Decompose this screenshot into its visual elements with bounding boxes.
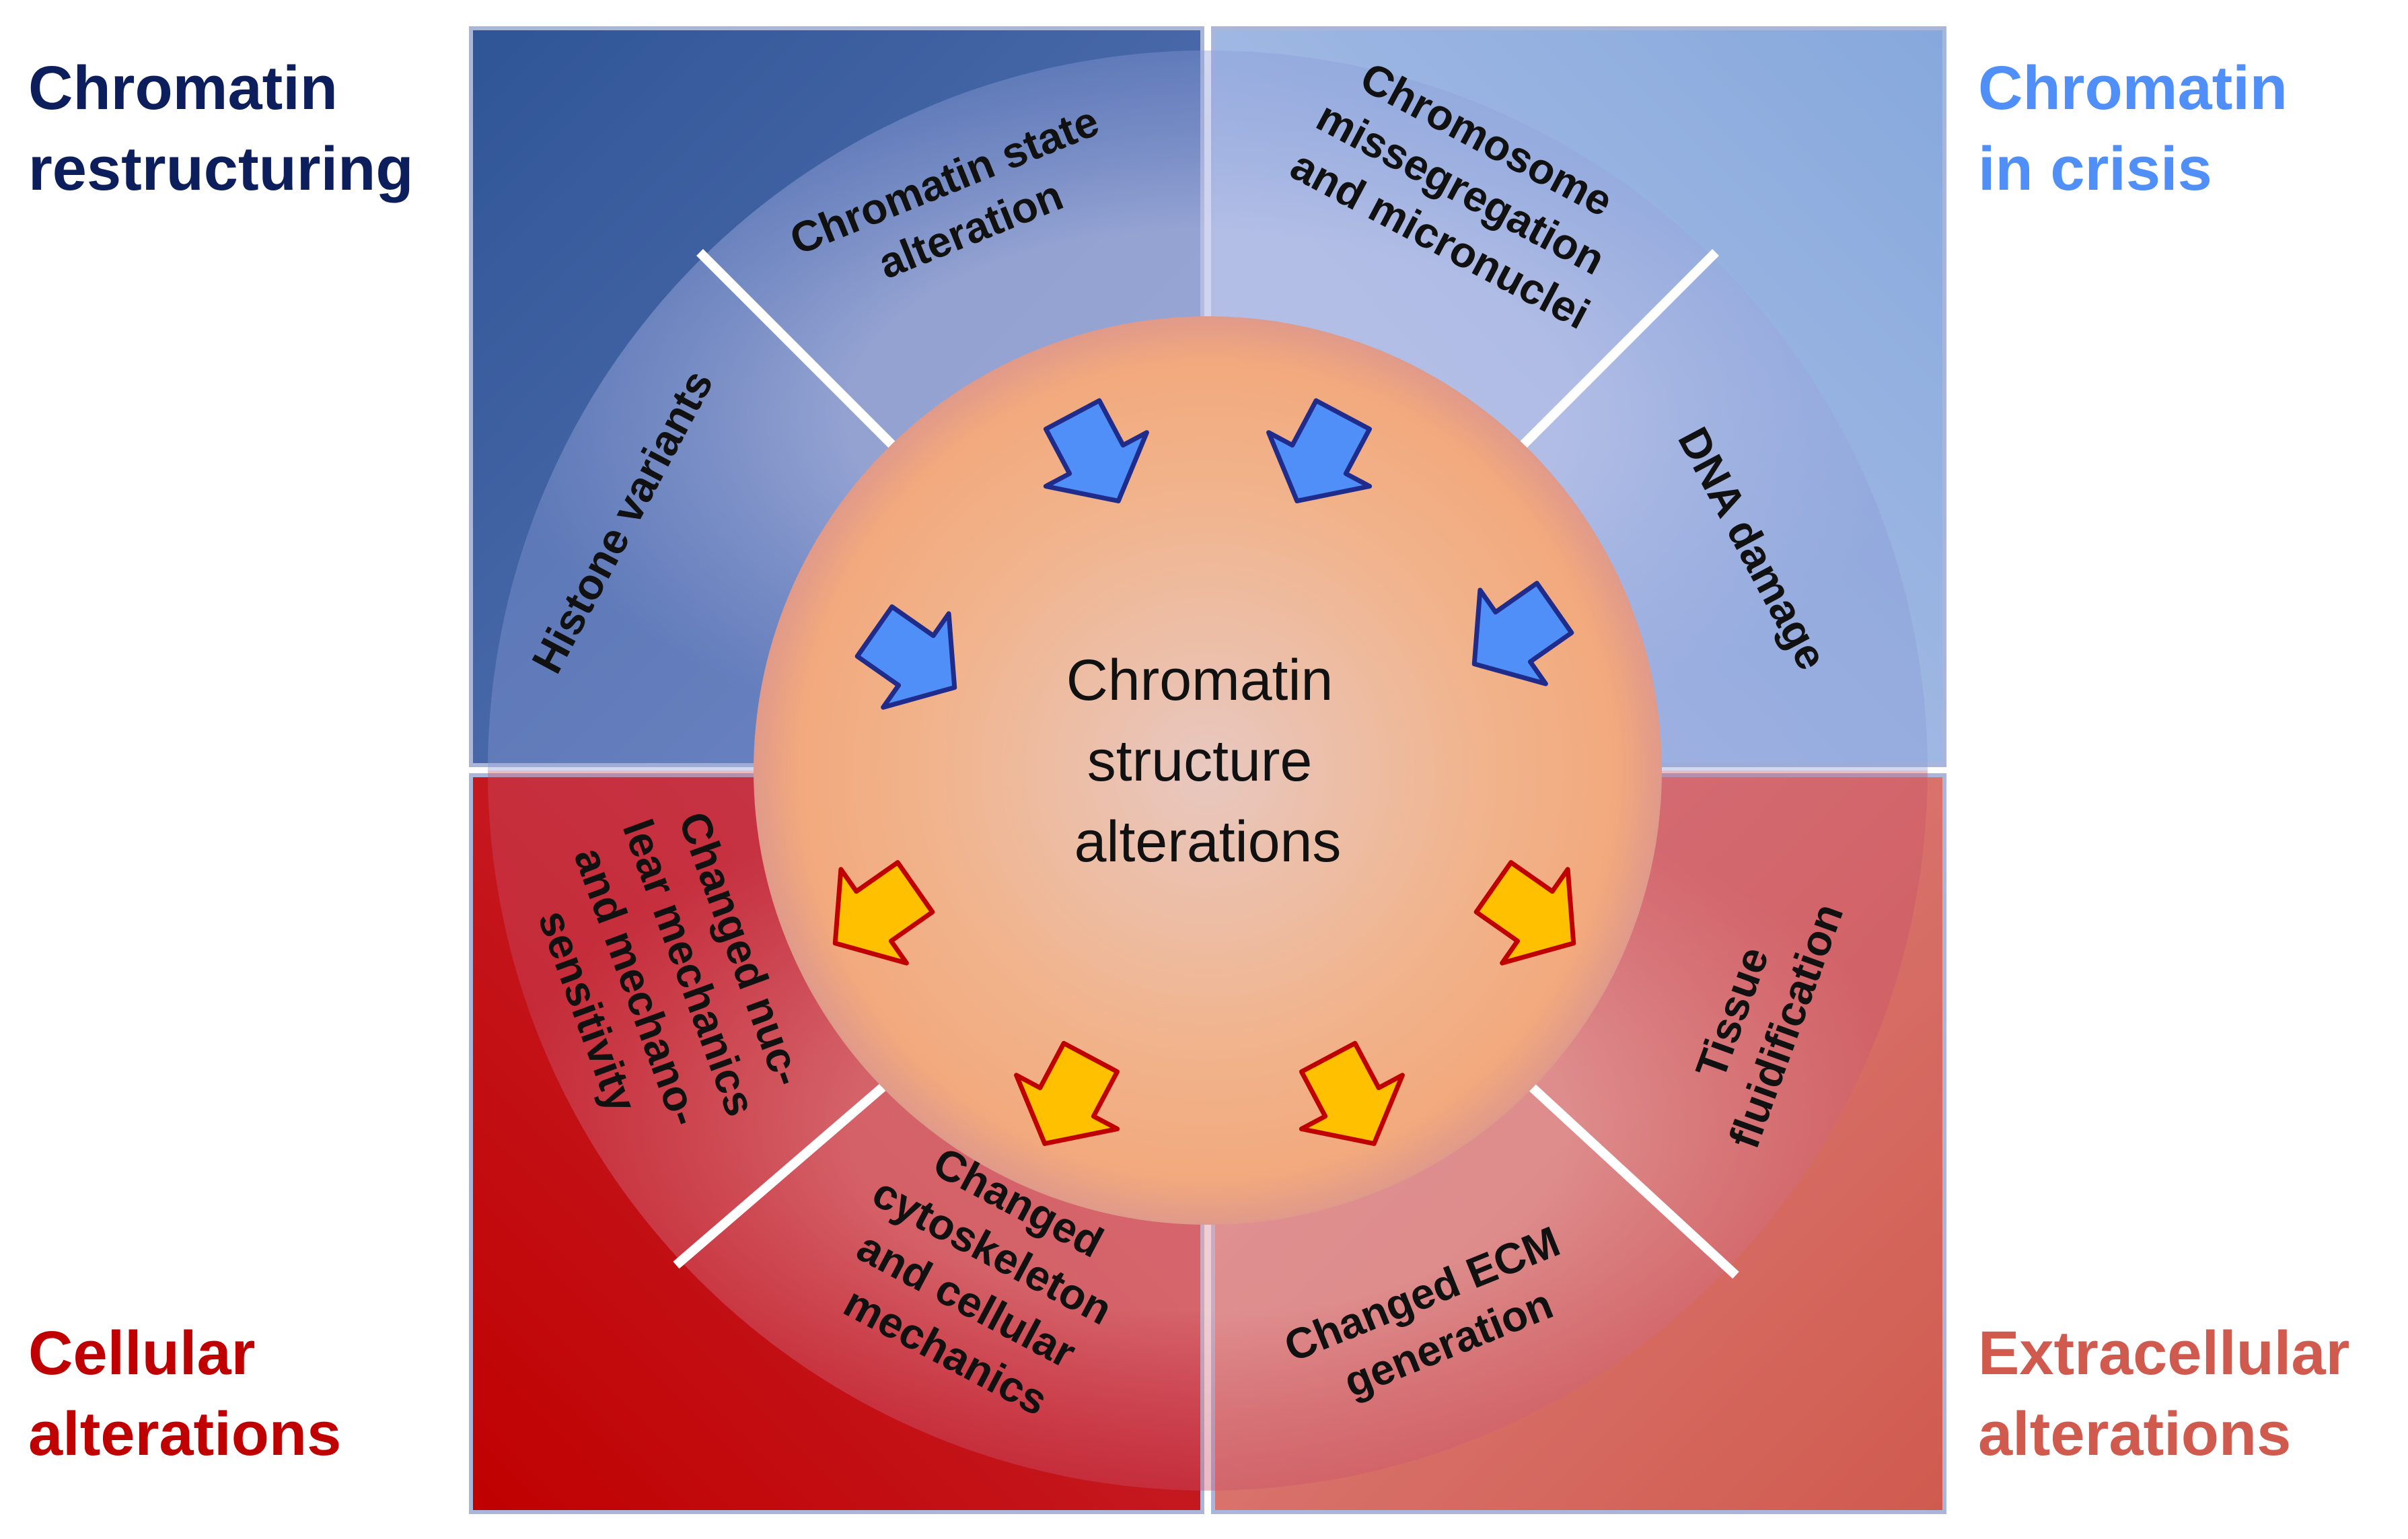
yellow-arrow-icon xyxy=(1014,1040,1120,1146)
yellow-arrow-icon xyxy=(1299,1040,1405,1146)
center-circle xyxy=(754,316,1662,1225)
blue-arrow-icon xyxy=(1266,398,1373,503)
arrows xyxy=(832,398,1576,1146)
divider-bottom-left xyxy=(673,1073,898,1269)
yellow-arrow-icon xyxy=(832,860,935,966)
ring-dividers xyxy=(673,249,1739,1279)
blue-arrow-icon xyxy=(1043,398,1149,503)
divider-top-left xyxy=(696,249,898,451)
title-extracellular-alterations: Extracellular alterations xyxy=(1978,1319,2367,1468)
title-cellular-alterations: Cellular alterations xyxy=(28,1319,341,1468)
blue-arrow-icon xyxy=(854,604,957,710)
title-chromatin-in-crisis: Chromatin in crisis xyxy=(1978,54,2305,203)
divider-top-right xyxy=(1517,249,1719,451)
title-chromatin-restructuring: Chromatin restructuring xyxy=(28,54,414,203)
divider-bottom-right xyxy=(1517,1073,1739,1279)
center-label: Chromatin structure alterations xyxy=(1066,648,1350,874)
yellow-arrow-icon xyxy=(1473,860,1576,966)
blue-arrow-icon xyxy=(1471,581,1574,686)
